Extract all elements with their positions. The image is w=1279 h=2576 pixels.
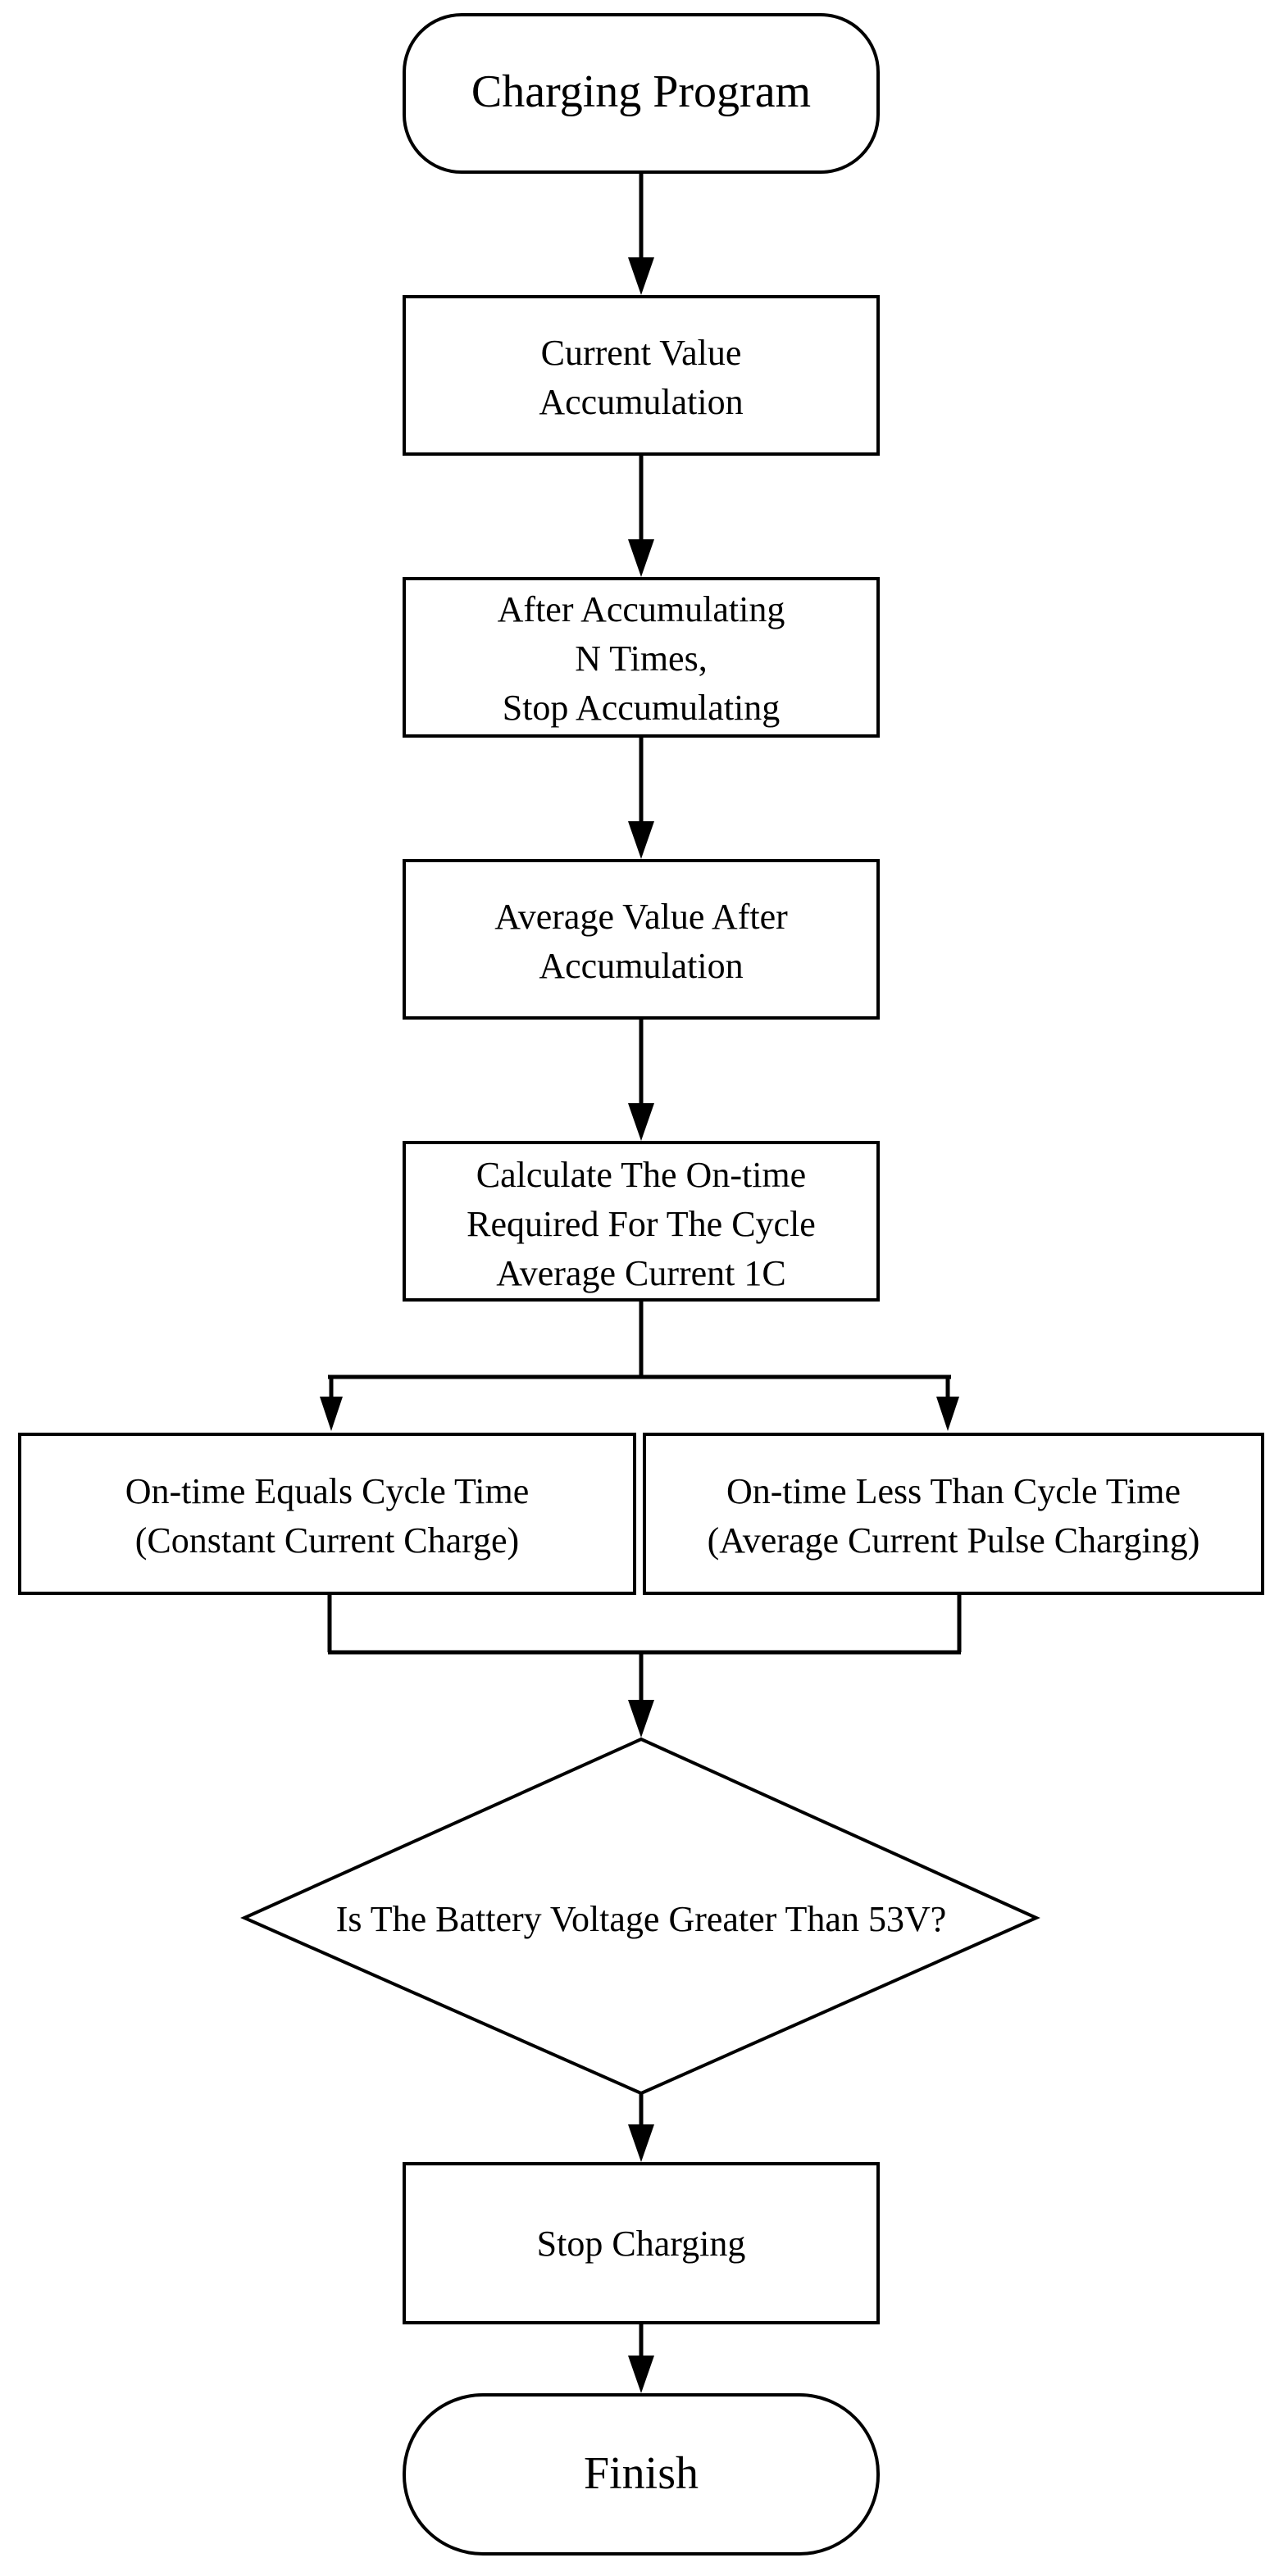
process-constant-current-charge: On-time Equals Cycle Time (Constant Curr…	[18, 1433, 636, 1595]
connector-start-to-current-value	[628, 172, 654, 295]
process-average-current-pulse-charging: On-time Less Than Cycle Time (Average Cu…	[643, 1433, 1264, 1595]
decision-battery-voltage: Is The Battery Voltage Greater Than 53V?	[240, 1737, 1040, 2096]
process-line: Average Value After	[494, 897, 788, 937]
process-box	[643, 1433, 1264, 1595]
process-after-accumulating-n-times: After Accumulating N Times, Stop Accumul…	[403, 577, 880, 738]
decision-label: Is The Battery Voltage Greater Than 53V?	[336, 1899, 947, 1939]
process-line: N Times,	[575, 638, 707, 679]
process-line: On-time Equals Cycle Time	[125, 1471, 530, 1511]
process-label: Stop Charging	[537, 2224, 746, 2264]
connector-stop-charging-to-finish	[628, 2323, 654, 2393]
process-line: Stop Accumulating	[503, 688, 781, 728]
process-line: Average Current 1C	[496, 1253, 786, 1293]
connector-decision-to-stop-charging	[628, 2093, 654, 2162]
connector-after-accumulating-to-average-value	[628, 736, 654, 859]
process-box	[18, 1433, 636, 1595]
process-calculate-on-time: Calculate The On-time Required For The C…	[403, 1141, 880, 1302]
process-line: Accumulation	[539, 946, 743, 986]
process-line: (Average Current Pulse Charging)	[708, 1520, 1200, 1561]
process-line: Current Value	[541, 333, 742, 373]
process-box	[403, 2162, 880, 2324]
start-terminal-label: Charging Program	[471, 66, 811, 117]
arrowhead	[628, 257, 654, 295]
arrowhead	[628, 539, 654, 577]
connector-split-to-branches	[320, 1300, 959, 1431]
process-average-value-after-accumulation: Average Value After Accumulation	[403, 859, 880, 1020]
process-stop-charging: Stop Charging	[403, 2162, 880, 2324]
connector-average-value-to-calculate-on-time	[628, 1018, 654, 1141]
arrowhead	[628, 1103, 654, 1141]
finish-terminal-label: Finish	[584, 2448, 699, 2499]
process-current-value-accumulation: Current Value Accumulation	[403, 295, 880, 456]
process-line: On-time Less Than Cycle Time	[726, 1471, 1181, 1511]
start-terminal: Charging Program	[403, 13, 880, 174]
finish-terminal: Finish	[403, 2393, 880, 2556]
arrowhead	[628, 821, 654, 859]
connector-current-value-to-after-accumulating	[628, 454, 654, 577]
process-line: (Constant Current Charge)	[135, 1520, 519, 1561]
process-line: Accumulation	[539, 382, 743, 422]
process-line: Required For The Cycle	[467, 1204, 816, 1244]
process-box	[403, 859, 880, 1020]
process-line: After Accumulating	[498, 589, 785, 629]
process-box	[403, 295, 880, 456]
process-box	[403, 1141, 880, 1302]
arrowhead	[320, 1397, 343, 1431]
arrowhead	[628, 2356, 654, 2393]
process-line: Calculate The On-time	[476, 1155, 806, 1195]
process-box	[403, 577, 880, 738]
arrowhead	[936, 1397, 959, 1431]
connector-merge-to-decision	[327, 1593, 962, 1738]
finish-terminal-shape	[403, 2393, 880, 2556]
arrowhead	[628, 2124, 654, 2162]
arrowhead	[628, 1700, 654, 1738]
